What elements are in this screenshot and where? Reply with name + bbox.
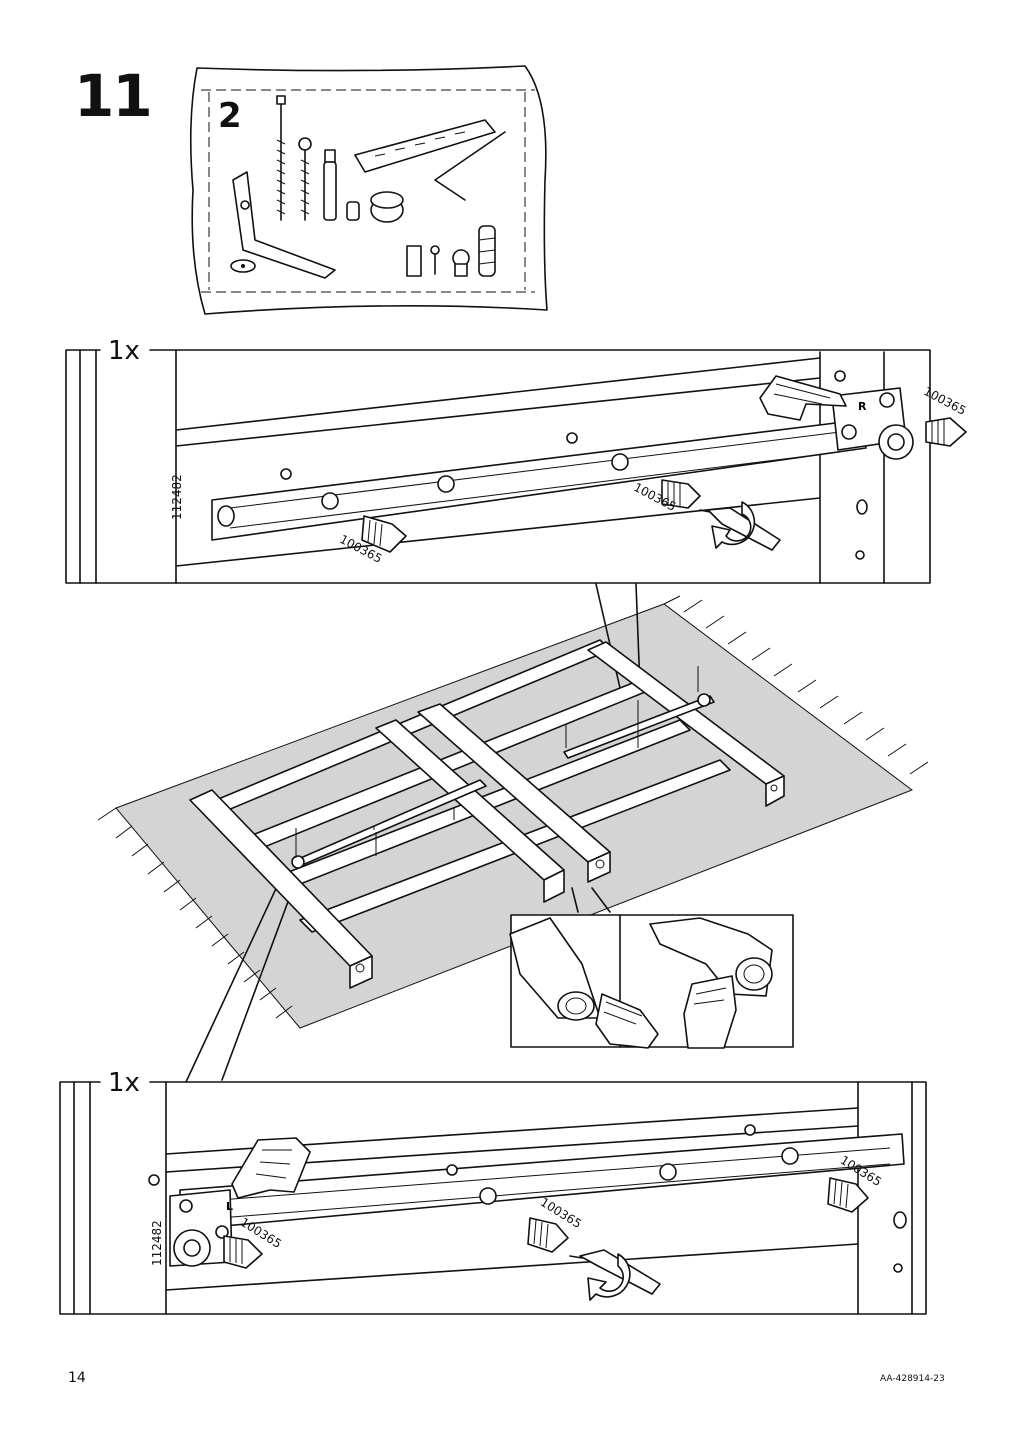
angle-bracket-icon — [232, 171, 336, 279]
check-hand-icon — [683, 975, 737, 1049]
bag-quantity: 2 — [218, 96, 242, 136]
hook-icon — [452, 249, 470, 277]
rotate-clockwise-icon — [587, 1253, 631, 1301]
hand-pointing-icon — [231, 1137, 311, 1199]
clip-icon — [406, 245, 422, 277]
screw-icon — [661, 479, 701, 509]
washer-icon — [230, 259, 256, 273]
screw-icon — [827, 1177, 869, 1213]
screw-icon — [361, 515, 407, 553]
document-id: AA-428914-23 — [880, 1374, 945, 1384]
screw-icon — [527, 1217, 569, 1253]
screw-icon — [223, 1235, 263, 1269]
allen-key-icon — [434, 131, 506, 201]
frame-on-rug-illustration — [97, 583, 929, 1083]
detail-top-frame: R — [65, 349, 967, 584]
side-marker-l: L — [226, 1200, 233, 1213]
cam-bolt-icon — [323, 149, 337, 221]
detail-top-multiplier: 1x — [102, 338, 146, 364]
page-number: 14 — [68, 1370, 86, 1386]
screwdriver-icon — [569, 1249, 661, 1295]
inset-check-panel — [509, 914, 794, 1049]
step-number: 11 — [74, 62, 153, 130]
cam-lock-icon — [370, 191, 404, 223]
detail-bottom-multiplier: 1x — [102, 1070, 146, 1096]
check-hand-icon — [595, 993, 659, 1049]
rotate-clockwise-icon — [711, 501, 756, 549]
detail-bottom-rail-code: 112482 — [150, 1220, 164, 1266]
hardware-bag — [189, 65, 548, 315]
screw-icon — [298, 137, 312, 221]
detail-bottom-frame: L — [59, 1081, 927, 1315]
side-marker-r: R — [858, 400, 867, 413]
long-screw-icon — [276, 95, 286, 221]
hinge-bar-icon — [354, 119, 496, 173]
small-screw-2-icon — [430, 245, 440, 275]
small-screw-icon — [346, 201, 360, 221]
screwdriver-icon — [699, 507, 781, 551]
screw-icon — [925, 417, 967, 447]
hand-pointing-icon — [759, 375, 847, 421]
dowel-icon — [478, 225, 496, 277]
